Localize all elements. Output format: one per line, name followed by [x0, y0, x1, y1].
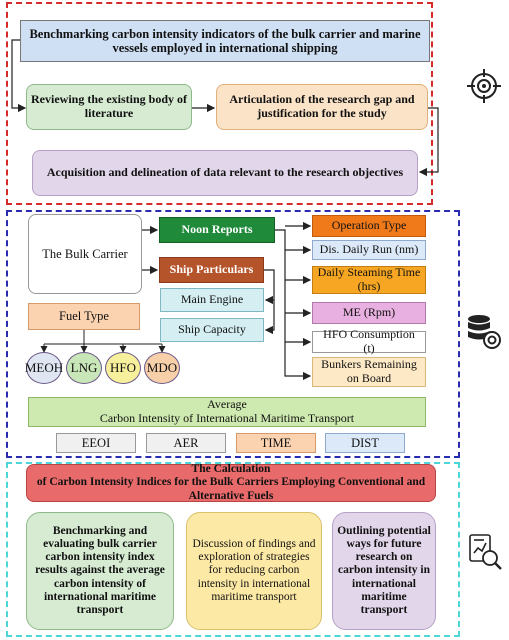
fuel-lng-circle: LNG: [66, 352, 102, 384]
section-research-framing: [6, 2, 433, 205]
research-gap-box: Articulation of the research gap and jus…: [216, 84, 428, 130]
average-carbon-intensity-box: Average Carbon Intensity of Internationa…: [28, 397, 426, 427]
calculation-description: of Carbon Intensity Indices for the Bulk…: [36, 476, 426, 502]
calculation-box: The Calculation of Carbon Intensity Indi…: [26, 463, 436, 502]
fuel-mdo-circle: MDO: [144, 352, 180, 384]
param-daily-run: Dis. Daily Run (nm): [312, 240, 426, 260]
outcome-future-research-box: Outlining potential ways for future rese…: [332, 512, 436, 630]
review-literature-box: Reviewing the existing body of literatur…: [26, 84, 192, 130]
average-label: Average: [207, 397, 247, 412]
ship-particulars-box: Ship Particulars: [159, 257, 264, 283]
average-description: Carbon Intensity of International Mariti…: [99, 411, 355, 425]
data-acquisition-box: Acquisition and delineation of data rele…: [32, 150, 418, 196]
metric-aer: AER: [146, 433, 226, 453]
fuel-hfo-circle: HFO: [105, 352, 141, 384]
param-hfo-consumption: HFO Consumption (t): [312, 327, 426, 355]
report-search-icon: [469, 534, 502, 570]
fuel-type-box: Fuel Type: [28, 303, 140, 330]
param-steaming-time: Daily Steaming Time (hrs): [312, 265, 426, 294]
fuel-meoh-circle: MEOH: [25, 352, 63, 384]
bulk-carrier-box: The Bulk Carrier: [28, 214, 142, 294]
outcome-discussion-box: Discussion of findings and exploration o…: [186, 512, 322, 630]
ship-capacity-box: Ship Capacity: [160, 318, 264, 342]
database-icon: [468, 315, 501, 349]
metric-dist: DIST: [325, 433, 405, 453]
title-box: Benchmarking carbon intensity indicators…: [20, 20, 430, 62]
noon-reports-box: Noon Reports: [159, 217, 275, 243]
metric-eeoi: EEOI: [56, 433, 136, 453]
param-operation-type: Operation Type: [312, 215, 426, 237]
section-data-collection: [6, 210, 460, 458]
metric-time: TIME: [236, 433, 316, 453]
outcome-benchmarking-box: Benchmarking and evaluating bulk carrier…: [26, 512, 174, 630]
section-calculation-outcomes: [6, 462, 460, 637]
param-bunkers-remaining: Bunkers Remaining on Board: [312, 357, 426, 387]
param-me-rpm: ME (Rpm): [312, 302, 426, 324]
calculation-title: The Calculation: [191, 463, 271, 476]
target-icon: [467, 69, 501, 103]
main-engine-box: Main Engine: [160, 288, 264, 312]
